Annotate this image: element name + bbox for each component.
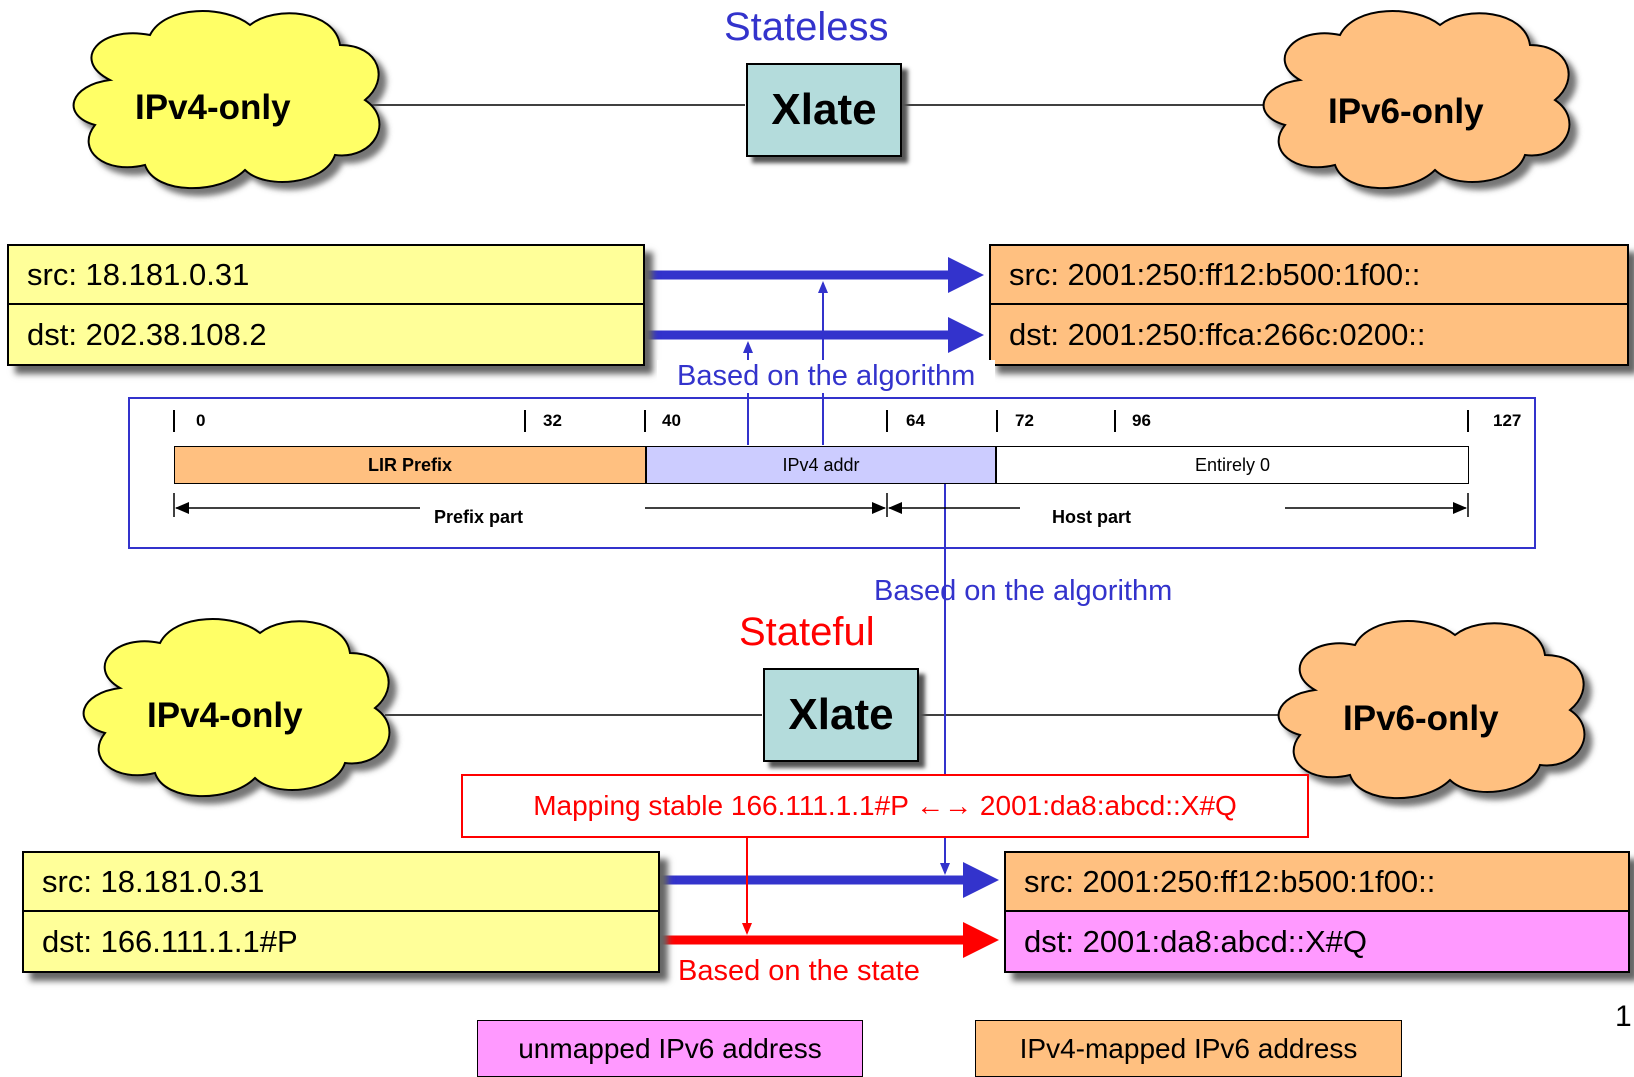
stateful-ipv6-src: src: 2001:250:ff12:b500:1f00:: <box>1006 853 1628 912</box>
bit-label-127: 127 <box>1493 411 1522 430</box>
bit-label-64: 64 <box>906 411 925 430</box>
stateless-ipv6-dst: dst: 2001:250:ffca:266c:0200:: <box>1009 316 1426 352</box>
stateless-ipv4-header: src: 18.181.0.31 dst: 202.38.108.2 <box>7 244 645 366</box>
stateless-ipv6-header: src: 2001:250:ff12:b500:1f00:: dst: 2001… <box>989 244 1629 366</box>
stateless-ipv6-cloud-label: IPv6-only <box>1328 92 1484 131</box>
stateless-ipv6-src: src: 2001:250:ff12:b500:1f00:: <box>991 246 1627 305</box>
stateless-ipv4-src: src: 18.181.0.31 <box>9 246 643 305</box>
stateful-ipv4-cloud-label: IPv4-only <box>147 696 303 735</box>
stateless-ipv4-cloud-label: IPv4-only <box>135 88 291 127</box>
address-format-diagram <box>128 397 1536 549</box>
stateful-ipv4-src: src: 18.181.0.31 <box>24 853 658 912</box>
stateful-ipv4-dst: dst: 166.111.1.1#P <box>42 923 298 959</box>
stateful-ipv6-cloud-label: IPv6-only <box>1343 699 1499 738</box>
stateful-ipv4-cloud <box>82 618 391 798</box>
prefix-part-label: Prefix part <box>434 507 524 528</box>
bit-label-40: 40 <box>662 411 681 430</box>
stateless-ipv6-cloud <box>1262 10 1571 190</box>
stateless-ipv4-dst: dst: 202.38.108.2 <box>27 316 267 352</box>
bit-label-0: 0 <box>196 411 206 430</box>
stateful-title: Stateful <box>739 610 875 654</box>
segment-entirely-zero: Entirely 0 <box>996 446 1469 484</box>
stateful-ipv6-cloud <box>1277 620 1586 800</box>
stateless-title: Stateless <box>724 5 889 49</box>
bit-label-96: 96 <box>1132 411 1151 430</box>
stateful-xlate-box: Xlate <box>763 668 919 762</box>
stateful-ipv6-header: src: 2001:250:ff12:b500:1f00:: dst: 2001… <box>1004 851 1630 973</box>
legend-unmapped: unmapped IPv6 address <box>477 1020 863 1077</box>
address-bar: LIR Prefix IPv4 addr Entirely 0 <box>174 446 1469 484</box>
state-label: Based on the state <box>678 955 920 987</box>
stateful-ipv4-header: src: 18.181.0.31 dst: 166.111.1.1#P <box>22 851 660 973</box>
host-part-label: Host part <box>1052 507 1132 528</box>
bit-label-32: 32 <box>543 411 562 430</box>
stateless-algo-label: Based on the algorithm <box>657 360 996 393</box>
segment-lir-prefix: LIR Prefix <box>174 446 646 484</box>
page-number: 1 <box>1615 1000 1632 1033</box>
address-algo-label: Based on the algorithm <box>874 575 1173 607</box>
legend-mapped: IPv4-mapped IPv6 address <box>975 1020 1402 1077</box>
stateless-xlate-box: Xlate <box>746 63 902 157</box>
stateless-ipv4-cloud <box>72 10 381 190</box>
stateful-ipv6-dst: dst: 2001:da8:abcd::X#Q <box>1006 912 1628 971</box>
bit-label-72: 72 <box>1015 411 1034 430</box>
segment-ipv4-addr: IPv4 addr <box>646 446 996 484</box>
mapping-box: Mapping stable 166.111.1.1#P ←→ 2001:da8… <box>461 774 1309 838</box>
